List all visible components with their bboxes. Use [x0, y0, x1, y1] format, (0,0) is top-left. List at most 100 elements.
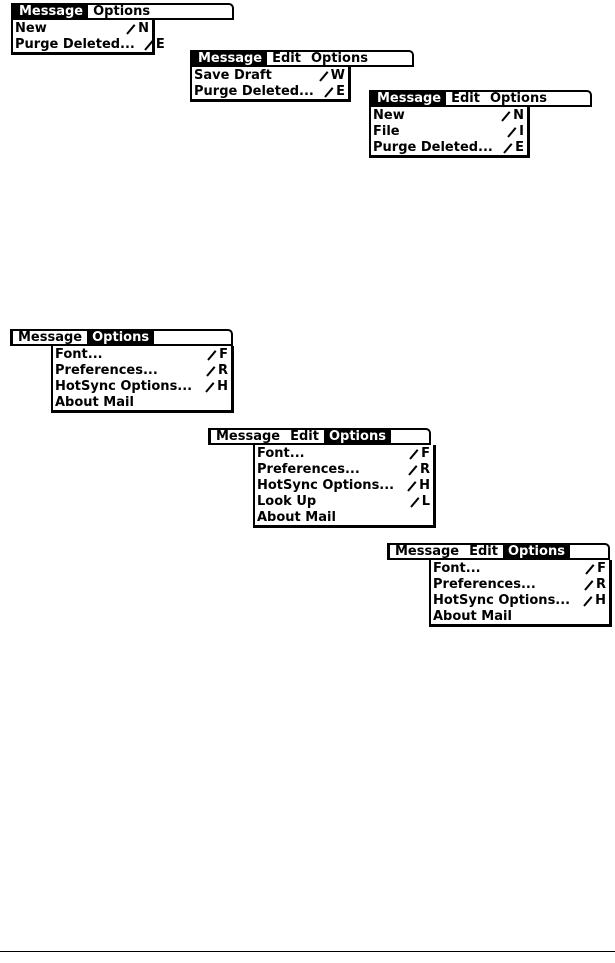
shortcut-key: F: [597, 560, 606, 576]
menu-item-label: About Mail: [433, 608, 512, 624]
menu-item-label: File: [373, 123, 400, 139]
menu-item-label: HotSync Options...: [433, 592, 571, 608]
menu-item-label: HotSync Options...: [257, 477, 395, 493]
menu-item-font[interactable]: Font... F: [53, 346, 231, 362]
menu-item-preferences[interactable]: Preferences... R: [53, 362, 231, 378]
dropdown-6: Font... F Preferences... R HotSync Optio…: [429, 560, 612, 627]
menu-message[interactable]: Message: [216, 429, 281, 444]
shortcut-key: H: [595, 592, 606, 608]
menu-item-label: New: [373, 107, 405, 123]
shortcut: N: [117, 21, 149, 36]
dropdown-3: New N File I Purge Deleted... E: [369, 107, 530, 158]
pen-stroke-icon: [500, 109, 512, 121]
pen-stroke-icon: [206, 348, 218, 360]
pen-stroke-icon: [582, 594, 594, 606]
menu-bar-4: Message Options: [10, 329, 233, 346]
pen-stroke-icon: [323, 85, 335, 97]
menu-item-new[interactable]: New N: [371, 107, 527, 123]
menu-item-font[interactable]: Font... F: [431, 560, 609, 576]
shortcut-key: H: [217, 378, 228, 394]
dropdown-2: Save Draft W Purge Deleted... E: [190, 67, 351, 102]
menu-item-label: Font...: [257, 445, 305, 461]
menu-options[interactable]: Options: [502, 545, 570, 558]
shortcut: F: [198, 347, 228, 362]
shortcut-key: N: [138, 20, 149, 36]
menu-item-label: HotSync Options...: [55, 378, 193, 394]
menu-message[interactable]: Message: [395, 544, 460, 559]
pen-stroke-icon: [408, 447, 420, 459]
pen-stroke-icon: [318, 69, 330, 81]
shortcut: W: [310, 68, 345, 83]
menu-options[interactable]: Options: [87, 331, 155, 344]
shortcut: L: [401, 494, 430, 509]
shortcut: H: [196, 379, 228, 394]
pen-stroke-icon: [407, 463, 419, 475]
shortcut: F: [400, 446, 430, 461]
shortcut-key: E: [515, 139, 524, 155]
pen-stroke-icon: [409, 495, 421, 507]
shortcut-key: F: [219, 346, 228, 362]
menu-message[interactable]: Message: [14, 5, 89, 18]
shortcut-key: R: [217, 362, 228, 378]
shortcut: E: [494, 140, 524, 155]
menu-edit[interactable]: Edit: [290, 429, 319, 444]
menu-edit[interactable]: Edit: [451, 91, 480, 106]
menu-item-new[interactable]: New N: [13, 20, 152, 36]
shortcut-key: N: [513, 107, 524, 123]
menu-item-purge-deleted[interactable]: Purge Deleted... E: [13, 36, 165, 52]
menu-item-label: Font...: [55, 346, 103, 362]
menu-item-label: Save Draft: [194, 67, 272, 83]
menu-item-preferences[interactable]: Preferences... R: [431, 576, 609, 592]
menu-item-label: About Mail: [55, 394, 134, 410]
menu-item-look-up[interactable]: Look Up L: [255, 493, 433, 509]
menu-item-purge-deleted[interactable]: Purge Deleted... E: [192, 83, 348, 99]
menu-bar-6: Message Edit Options: [387, 543, 610, 560]
shortcut: R: [575, 577, 606, 592]
shortcut: N: [492, 108, 524, 123]
shortcut: F: [576, 561, 606, 576]
menu-edit[interactable]: Edit: [469, 544, 498, 559]
menu-item-font[interactable]: Font... F: [255, 445, 433, 461]
menu-options[interactable]: Options: [323, 430, 391, 443]
menu-message[interactable]: Message: [18, 330, 83, 345]
pen-stroke-icon: [584, 562, 596, 574]
menu-item-label: Preferences...: [433, 576, 536, 592]
shortcut-key: R: [419, 461, 430, 477]
page-bottom-rule: [0, 951, 615, 952]
menu-item-save-draft[interactable]: Save Draft W: [192, 67, 348, 83]
menu-item-hotsync-options[interactable]: HotSync Options... H: [431, 592, 609, 608]
menu-edit[interactable]: Edit: [272, 51, 301, 66]
menu-item-about-mail[interactable]: About Mail: [255, 509, 433, 525]
menu-item-preferences[interactable]: Preferences... R: [255, 461, 433, 477]
pen-stroke-icon: [143, 38, 155, 50]
menu-message[interactable]: Message: [372, 92, 447, 105]
menu-item-purge-deleted[interactable]: Purge Deleted... E: [371, 139, 527, 155]
menu-item-about-mail[interactable]: About Mail: [431, 608, 609, 624]
menu-bar-2: Message Edit Options: [190, 50, 414, 67]
pen-stroke-icon: [406, 479, 418, 491]
menu-message[interactable]: Message: [193, 52, 268, 65]
pen-stroke-icon: [506, 125, 518, 137]
shortcut-key: E: [336, 83, 345, 99]
shortcut-key: H: [419, 477, 430, 493]
menu-item-label: About Mail: [257, 509, 336, 525]
shortcut-key: R: [595, 576, 606, 592]
menu-bar-3: Message Edit Options: [369, 90, 592, 107]
menu-bar-1: Message Options: [11, 3, 234, 20]
menu-options[interactable]: Options: [310, 51, 368, 66]
menu-item-hotsync-options[interactable]: HotSync Options... H: [53, 378, 231, 394]
shortcut: E: [315, 84, 345, 99]
shortcut: H: [398, 478, 430, 493]
menu-bar-5: Message Edit Options: [208, 428, 431, 445]
menu-item-label: Preferences...: [55, 362, 158, 378]
menu-item-hotsync-options[interactable]: HotSync Options... H: [255, 477, 433, 493]
menu-item-label: Preferences...: [257, 461, 360, 477]
menu-item-about-mail[interactable]: About Mail: [53, 394, 231, 410]
menu-item-label: Look Up: [257, 493, 317, 509]
shortcut-key: F: [421, 445, 430, 461]
menu-options[interactable]: Options: [489, 91, 547, 106]
menu-options[interactable]: Options: [93, 4, 151, 19]
dropdown-5: Font... F Preferences... R HotSync Optio…: [253, 445, 436, 528]
menu-item-label: Purge Deleted...: [373, 139, 493, 155]
menu-item-file[interactable]: File I: [371, 123, 527, 139]
